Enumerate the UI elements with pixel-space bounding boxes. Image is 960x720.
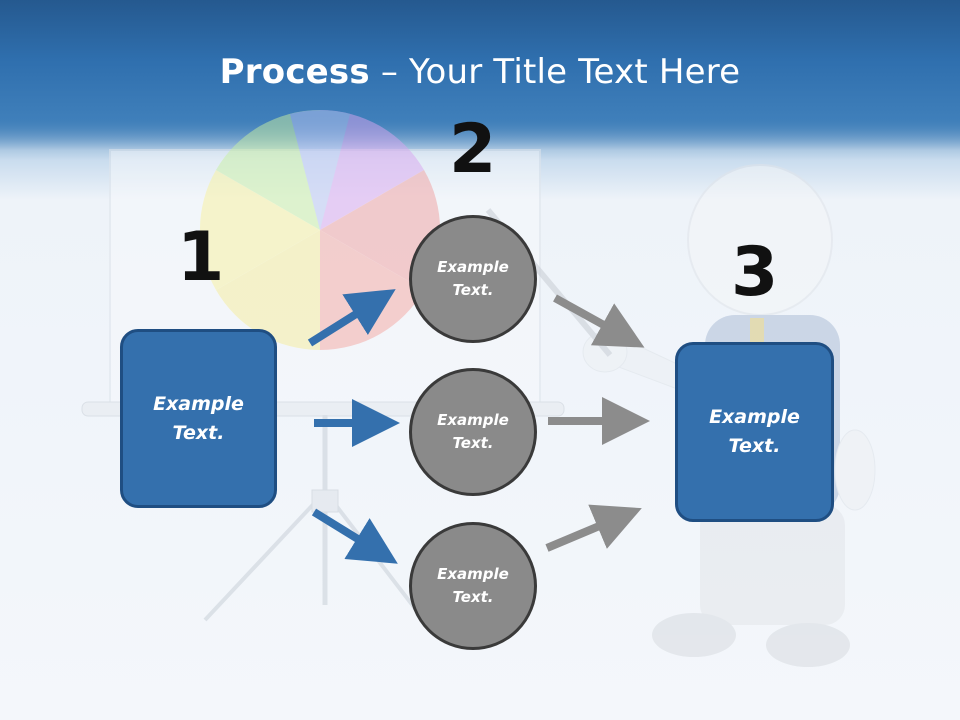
step-1-line1: Example [153, 392, 244, 415]
step-1-line2: Text. [172, 421, 225, 444]
slide-title: Process – Your Title Text Here [0, 52, 960, 92]
title-bold: Process [219, 52, 370, 92]
circle-bottom-line2: Text. [452, 588, 494, 606]
blue-arrow-up [307, 289, 396, 347]
step-3-line1: Example [709, 406, 800, 428]
step-number-1: 1 [177, 218, 225, 297]
pie-chart-icon [199, 109, 441, 351]
step-number-2: 2 [449, 110, 497, 189]
step-number-3: 3 [731, 233, 779, 312]
circle-middle-line2: Text. [452, 434, 494, 452]
blue-arrow-down [311, 508, 398, 564]
circle-top-line2: Text. [452, 281, 494, 299]
title-rest: Your Title Text Here [409, 52, 741, 92]
title-separator: – [369, 52, 410, 92]
step-3-line2: Text. [728, 435, 781, 457]
gray-arrow-bottom [545, 504, 642, 552]
gray-arrow-top [553, 294, 645, 348]
circle-middle-line1: Example [437, 411, 509, 429]
circle-bottom-line1: Example [437, 565, 509, 583]
circle-top-line1: Example [437, 258, 509, 276]
title-band [0, 0, 960, 150]
